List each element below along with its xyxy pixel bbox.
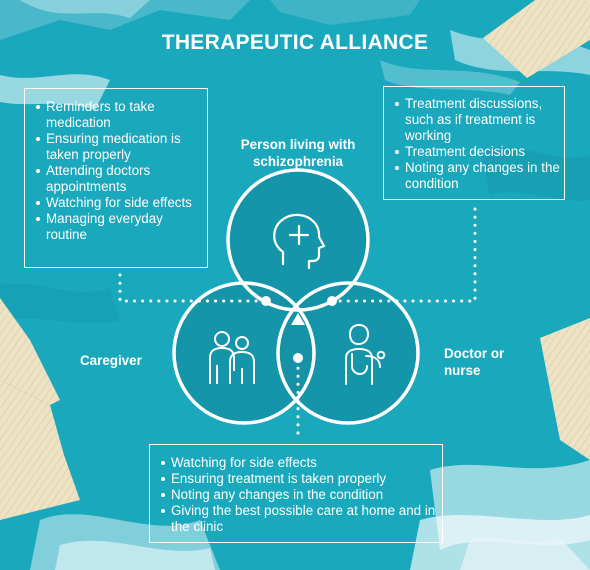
caregiver-role-item: Attending doctors appointments: [34, 163, 201, 195]
caregiver-role-item: Watching for side effects: [34, 195, 201, 211]
caregiver-roles-box: Reminders to take medication Ensuring me…: [24, 88, 208, 268]
doctor-role-item: Treatment discussions, such as if treatm…: [393, 96, 560, 144]
label-doctor: Doctor or nurse: [444, 346, 505, 378]
doctor-role-item: Noting any changes in the condition: [393, 160, 560, 192]
head-with-plus-icon: [273, 213, 326, 270]
connector-caregiver-box: [118, 273, 268, 303]
circle-caregiver-outline: [172, 281, 316, 425]
doctor-roles-box: Treatment discussions, such as if treatm…: [383, 86, 565, 200]
center-triangle-icon: [291, 313, 305, 325]
shared-role-item: Ensuring treatment is taken properly: [159, 471, 438, 487]
tape-top-right: [483, 0, 590, 78]
doctor-with-stethoscope-icon: [345, 324, 386, 385]
shared-role-item: Giving the best possible care at home an…: [159, 503, 438, 535]
label-caregiver: Caregiver: [80, 353, 142, 368]
caregiver-role-item: Reminders to take medication: [34, 99, 201, 131]
caregiver-role-item: Ensuring medication is taken properly: [34, 131, 201, 163]
tape-left-lower: [0, 380, 80, 520]
tape-right: [540, 318, 590, 460]
shared-role-item: Noting any changes in the condition: [159, 487, 438, 503]
connector-dot-doctor: [327, 296, 337, 306]
connector-doctor-box: [330, 207, 477, 303]
label-person: Person living with schizophrenia: [240, 137, 356, 169]
circle-doctor-outline: [276, 281, 420, 425]
decorative-tape: [0, 0, 590, 520]
connector-dot-shared: [293, 353, 303, 363]
doctor-role-item: Treatment decisions: [393, 144, 560, 160]
caregiver-role-item: Managing everyday routine: [34, 211, 201, 243]
dotted-connectors: [118, 207, 477, 438]
connector-dot-caregiver: [261, 296, 271, 306]
two-people-icon: [209, 331, 255, 384]
shared-role-item: Watching for side effects: [159, 455, 438, 471]
shared-roles-box: Watching for side effects Ensuring treat…: [149, 444, 443, 543]
page-title: THERAPEUTIC ALLIANCE: [161, 31, 429, 54]
tape-left: [0, 298, 60, 405]
